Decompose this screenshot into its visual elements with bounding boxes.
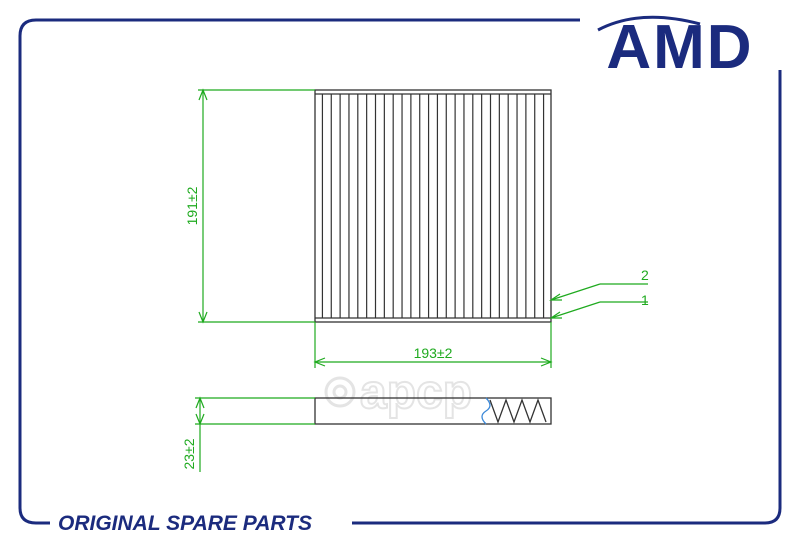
callout-2: 2 [549,267,649,301]
filter-pleats [321,94,545,318]
break-line [481,397,491,425]
side-view-outline [314,397,552,425]
thickness-dimension: 23±2 [181,396,315,472]
filter-panel-outline [314,89,552,323]
watermark: apcp [324,365,473,420]
height-dimension: 191±2 [184,88,315,324]
width-dimension: 193±2 [313,322,553,368]
drawing-frame [18,18,782,525]
filter-side-view [314,397,552,425]
pleat-zigzag [489,398,547,424]
filter-top-view [314,89,552,323]
callout-1: 1 [549,292,649,319]
watermark-text: apcp [360,366,472,419]
height-dimension-label: 191±2 [184,186,200,225]
thickness-dimension-label: 23±2 [181,438,197,469]
brand-logo: AMD [606,13,753,82]
callout-2-label: 2 [641,267,649,283]
brand-logo-swoosh [597,15,701,32]
width-dimension-label: 193±2 [414,345,453,361]
footer-slogan: ORIGINAL SPARE PARTS [58,512,312,535]
callout-1-label: 1 [641,292,649,308]
